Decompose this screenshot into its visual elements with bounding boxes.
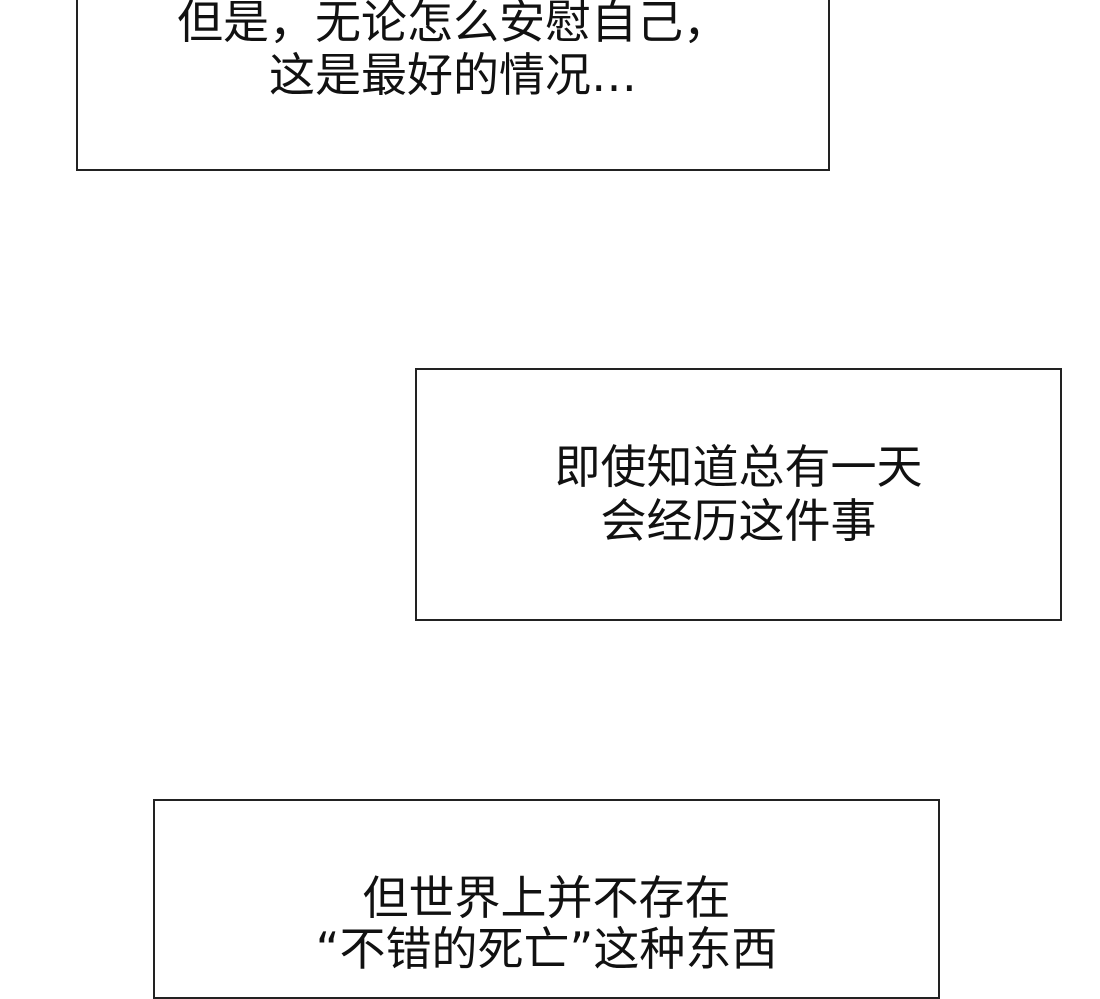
caption-line: 即使知道总有一天 xyxy=(554,440,923,494)
caption-line: 但是，无论怎么安慰自己， xyxy=(177,0,729,49)
caption-line: 会经历这件事 xyxy=(600,494,877,548)
caption-line: “不错的死亡”这种东西 xyxy=(315,922,778,976)
caption-line: 这是最好的情况… xyxy=(269,48,637,102)
caption-box-3: 但世界上并不存在 “不错的死亡”这种东西 xyxy=(153,799,940,999)
caption-line: 但世界上并不存在 xyxy=(362,871,731,925)
caption-box-2: 即使知道总有一天 会经历这件事 xyxy=(415,368,1062,621)
caption-box-1: 但是，无论怎么安慰自己， 这是最好的情况… xyxy=(76,0,830,171)
